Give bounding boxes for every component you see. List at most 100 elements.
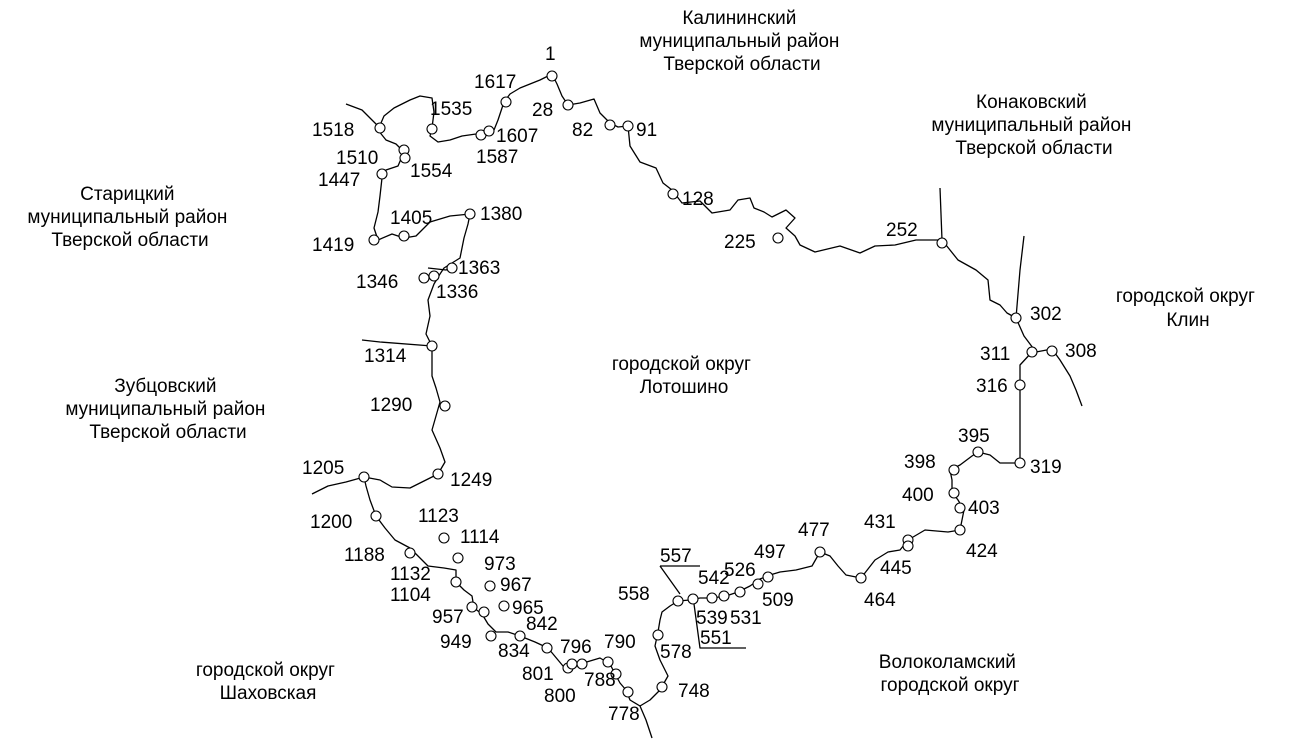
boundary-stub-551 [693,603,746,649]
point-label: 1314 [364,346,407,367]
region-label-shakhovskaya: городской округ Шаховская [196,660,340,704]
point-markers [358,70,1058,698]
point-labels: 1 28 82 91 128 225 252 302 308 311 316 3… [302,44,1097,725]
point-label: 400 [902,485,934,506]
point-label: 424 [966,541,998,562]
region-label-konakovo: Конаковский муниципальный район Тверской… [931,92,1136,159]
region-volokolamsk-line1: Волоколамский [879,652,1016,673]
region-kalinin-line3: Тверской области [663,54,820,75]
point-label: 1132 [390,564,431,585]
region-label-lotoshino: городской округ Лотошино [612,354,756,398]
region-konakovo-line1: Конаковский [976,92,1087,113]
point-label: 748 [678,681,710,702]
point-label: 395 [958,426,990,447]
point-label: 557 [660,546,692,567]
region-klin-line2: Клин [1166,310,1209,331]
region-lotoshino-line2: Лотошино [640,377,729,398]
region-konakovo-line3: Тверской области [955,138,1112,159]
region-staritsa-line3: Тверской области [51,230,208,251]
point-label: 965 [512,598,544,619]
point-label: 509 [762,590,794,611]
point-label: 1188 [344,545,385,566]
region-kalinin-line2: муниципальный район [639,31,839,52]
point-label: 1554 [410,161,453,182]
point-label: 800 [544,686,576,707]
point-label: 91 [636,120,657,141]
point-label: 311 [980,344,1010,365]
point-label: 1104 [390,585,431,606]
point-label: 1510 [336,148,378,169]
boundary-stub-557 [659,565,700,595]
boundary-stub-west-lower [311,476,365,495]
point-label: 834 [498,641,530,662]
region-zubtsov-line1: Зубцовский [114,376,216,397]
point-label: 967 [500,575,532,596]
point-label: 252 [886,220,918,241]
point-label: 445 [880,558,912,579]
point-label: 1405 [390,208,432,229]
point-label: 531 [730,608,762,629]
boundary-stub-konakovo [939,187,943,241]
point-label: 558 [618,584,650,605]
point-label: 82 [572,120,593,141]
point-label: 1617 [474,72,516,93]
point-label: 1518 [312,120,354,141]
point-label: 1447 [318,170,360,191]
point-label: 1346 [356,272,398,293]
region-lotoshino-line1: городской округ [612,354,751,375]
region-label-zubtsov: Зубцовский муниципальный район Тверской … [65,376,270,443]
point-label: 308 [1065,341,1097,362]
region-konakovo-line2: муниципальный район [931,115,1131,136]
point-label: 398 [904,452,936,473]
point-label: 497 [754,542,786,563]
point-label: 1123 [418,506,459,527]
point-label: 790 [604,632,636,653]
region-label-klin: городской округ Клин [1116,286,1260,331]
boundary-stub-klin-north [1015,235,1025,319]
point-label: 403 [968,498,1000,519]
point-label: 1363 [458,258,500,279]
point-label: 1 [545,44,556,65]
region-kalinin-line1: Калининский [682,8,796,29]
point-label: 464 [864,590,896,611]
point-label: 1200 [310,512,352,533]
boundary-stub-south [639,705,653,739]
boundary-stub-klin-south [1051,348,1083,407]
point-label: 973 [484,554,516,575]
region-shakhovskaya-line1: городской округ [196,660,335,681]
point-label: 128 [682,189,714,210]
point-label: 949 [440,632,472,653]
region-staritsa-line1: Старицкий [80,184,174,205]
point-label: 1607 [496,126,538,147]
point-label: 957 [432,607,464,628]
point-label: 842 [526,614,558,635]
point-label: 796 [560,637,592,658]
point-label: 316 [976,376,1008,397]
point-label: 319 [1030,457,1062,478]
point-label: 778 [608,704,640,725]
boundary-stub-northwest [345,103,379,127]
point-label: 1380 [480,204,522,225]
region-zubtsov-line2: муниципальный район [65,399,265,420]
region-label-volokolamsk: Волоколамский городской округ [879,652,1021,696]
region-staritsa-line2: муниципальный район [27,207,227,228]
region-klin-line1: городской округ [1116,286,1255,307]
point-label: 1249 [450,470,492,491]
region-label-kalinin: Калининский муниципальный район Тверской… [639,8,844,75]
point-label: 431 [864,512,896,533]
point-label: 542 [698,568,730,589]
region-volokolamsk-line2: городской округ [880,675,1019,696]
point-label: 1587 [476,147,518,168]
point-label: 578 [660,642,692,663]
point-label: 1290 [370,395,412,416]
point-label: 539 [696,608,728,629]
point-label: 788 [584,670,616,691]
point-label: 551 [700,628,732,649]
region-shakhovskaya-line2: Шаховская [220,683,317,704]
point-label: 1114 [460,527,500,548]
point-label: 225 [724,232,756,253]
point-label: 477 [798,520,830,541]
point-label: 526 [724,560,756,581]
region-label-staritsa: Старицкий муниципальный район Тверской о… [27,184,232,251]
